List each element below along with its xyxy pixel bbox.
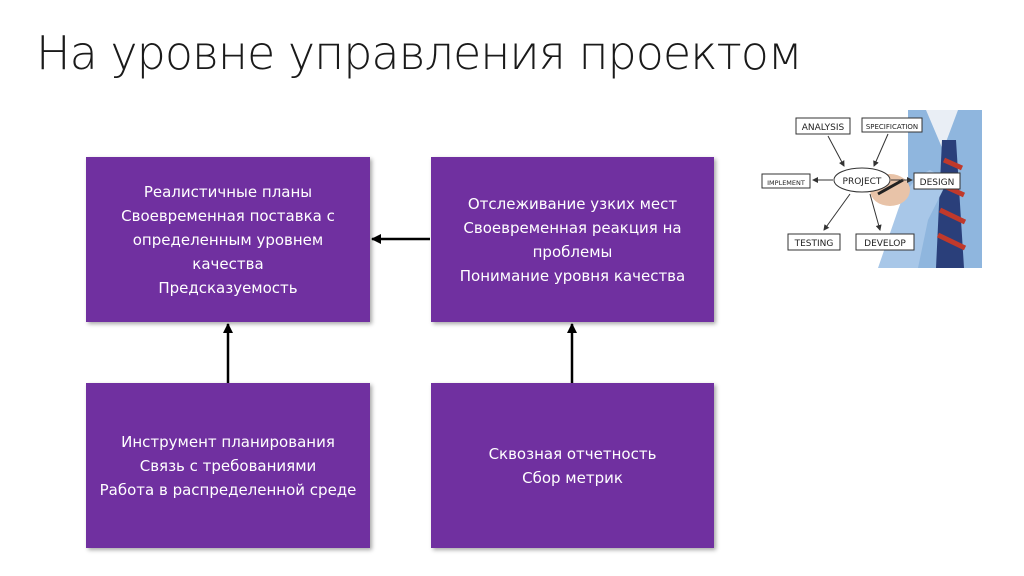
box-line: Работа в распределенной среде — [99, 480, 357, 499]
box-line: Реалистичные планы — [143, 182, 313, 201]
box-end-to-end-reporting: Сквозная отчетность Сбор метрик — [431, 383, 714, 548]
box-line: Отслеживание узких мест — [467, 194, 678, 213]
box-line: проблемы — [532, 242, 613, 261]
box-line: качества — [192, 254, 264, 273]
box-text: Отслеживание узких мест Своевременная ре… — [460, 192, 685, 288]
box-line: Предсказуемость — [158, 278, 298, 297]
box-line: Своевременная реакция на — [463, 218, 682, 237]
box-line: определенным уровнем — [132, 230, 324, 249]
box-bottleneck-tracking: Отслеживание узких мест Своевременная ре… — [431, 157, 714, 322]
box-line: Сквозная отчетность — [488, 444, 657, 463]
label-specification: SPECIFICATION — [866, 123, 918, 131]
label-project: PROJECT — [843, 177, 882, 187]
box-text: Инструмент планирования Связь с требован… — [100, 430, 357, 502]
box-text: Реалистичные планы Своевременная поставк… — [121, 180, 335, 300]
marker-pen — [877, 178, 904, 196]
label-testing: TESTING — [794, 239, 834, 249]
box-line: Сбор метрик — [522, 468, 623, 487]
box-planning-tool: Инструмент планирования Связь с требован… — [86, 383, 370, 548]
label-develop: DEVELOP — [864, 239, 906, 249]
label-analysis: ANALYSIS — [802, 123, 845, 133]
project-illustration: ANALYSIS SPECIFICATION IMPLEMENT PROJECT… — [761, 110, 982, 268]
slide-title: На уровне управления проектом — [36, 26, 803, 80]
box-line: Инструмент планирования — [121, 432, 335, 451]
box-line: Связь с требованиями — [139, 456, 317, 475]
box-line: Понимание уровня качества — [459, 266, 686, 285]
person-collar — [926, 110, 958, 150]
label-implement: IMPLEMENT — [767, 179, 805, 187]
box-realistic-plans: Реалистичные планы Своевременная поставк… — [86, 157, 370, 322]
label-design: DESIGN — [920, 178, 955, 188]
box-line: Своевременная поставка с — [121, 206, 335, 225]
box-text: Сквозная отчетность Сбор метрик — [489, 442, 657, 490]
